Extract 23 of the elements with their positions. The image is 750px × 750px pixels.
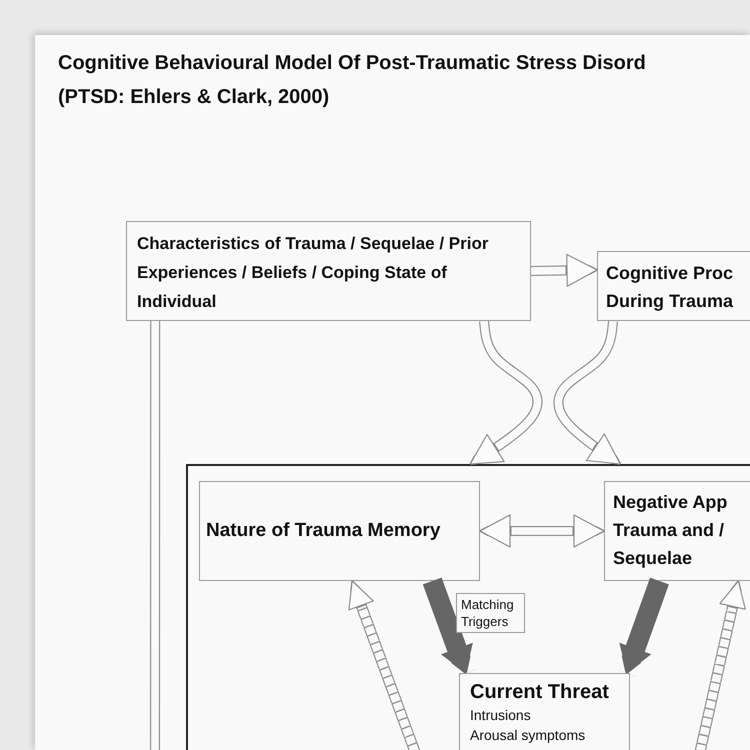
box-text: Arousal symptoms [470,726,586,745]
box-heading: Cognitive Proc During Trauma [606,262,734,313]
box-heading: Nature of Trauma Memory [206,519,440,543]
box-text: Intrusions [470,706,532,725]
ladder-arrow [346,579,420,750]
process-box [604,481,750,581]
hollow-arrow [553,320,624,468]
ladder-arrow [694,580,746,750]
box-heading: Characteristics of Trauma / Sequelae / Prior Experiences / Beliefs / Coping State of Individual [137,233,490,313]
title: Cognitive Behavioural Model Of Post-Traumatic Stress Disord (PTSD: Ehlers & Clark, 2000) [58,51,647,110]
hollow-arrow [530,254,598,287]
process-box [597,251,750,321]
double-line-connector [150,321,160,750]
hollow-arrow [479,514,605,548]
box-heading: Negative App Trauma and / Sequelae [613,491,728,570]
process-box [126,221,531,321]
thick-arrow [422,578,476,676]
box-heading: Current Threat [470,680,610,705]
hollow-arrow [468,320,542,468]
edge-label: Matching Triggers [456,593,525,633]
process-box [199,481,480,581]
thick-arrow [617,578,669,676]
process-box [459,673,630,750]
